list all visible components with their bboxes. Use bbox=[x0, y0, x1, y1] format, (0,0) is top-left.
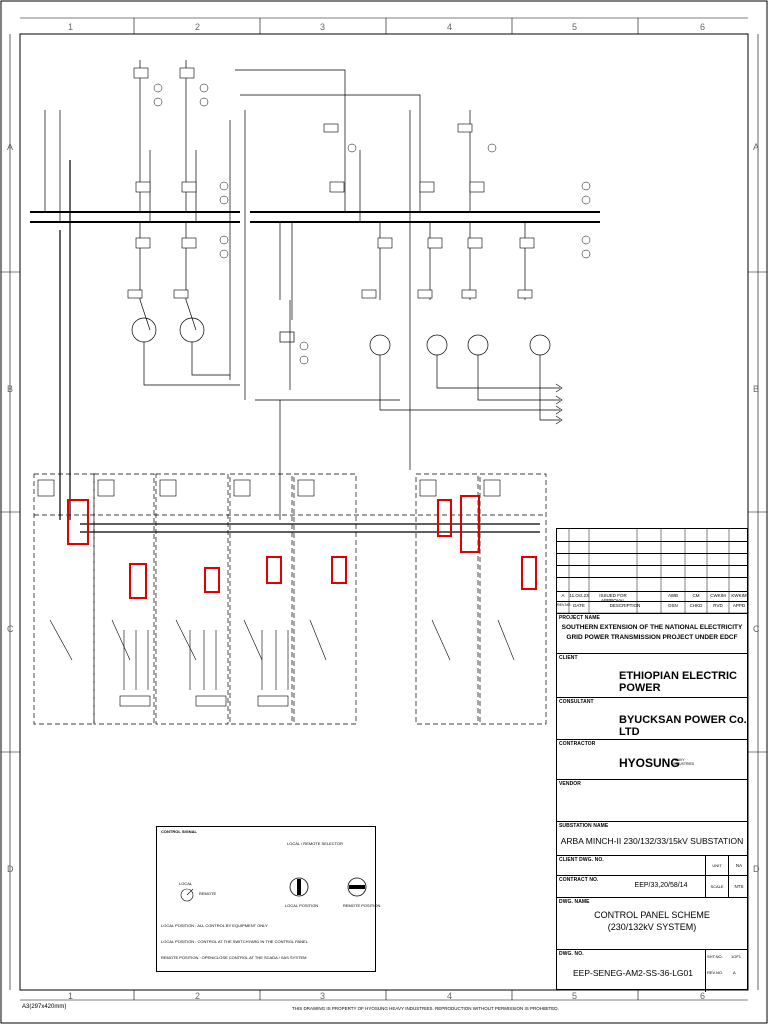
highlight-box bbox=[266, 556, 282, 584]
project-line1: SOUTHERN EXTENSION OF THE NATIONAL ELECT… bbox=[561, 624, 743, 631]
row-label-c: C bbox=[7, 624, 14, 634]
legend-note: LOCAL POSITION : CONTROL AT THE SWITCHYA… bbox=[161, 939, 308, 944]
highlight-box bbox=[521, 556, 537, 590]
rev-label: REV.NO. bbox=[707, 970, 724, 975]
legend-selector-label: LOCAL / REMOTE SELECTOR bbox=[287, 841, 344, 846]
rev-header: DESCRIPTION bbox=[609, 603, 641, 608]
legend-knob1-label: LOCAL POSITION bbox=[285, 903, 319, 908]
legend-box: CONTROL SIGNAL LOCAL / REMOTE SELECTOR L… bbox=[156, 826, 380, 972]
contractor-label: CONTRACTOR bbox=[559, 741, 596, 747]
sht-value: 1OF1 bbox=[731, 954, 742, 959]
row-label-c2: C bbox=[753, 624, 760, 634]
sht-label: SHT.NO. bbox=[707, 954, 723, 959]
unit-label: UNIT bbox=[705, 856, 729, 876]
client-name: ETHIOPIAN ELECTRIC POWER bbox=[619, 670, 737, 694]
consultant-label: CONSULTANT bbox=[559, 699, 594, 705]
dwg-name-line2: (230/132kV SYSTEM) bbox=[607, 922, 697, 932]
highlight-box bbox=[437, 499, 452, 537]
highlight-box bbox=[460, 495, 480, 553]
rev-dsn: AWB bbox=[667, 593, 679, 598]
client-dwg-label: CLIENT DWG. NO. bbox=[559, 857, 604, 863]
control-wiring bbox=[59, 110, 540, 533]
legend-remote-label: REMOTE bbox=[199, 891, 217, 896]
dwg-no-value: EEP-SENEG-AM2-SS-36-LG01 bbox=[573, 968, 693, 978]
contract-label: CONTRACT NO. bbox=[559, 877, 599, 883]
dwg-name-label: DWG. NAME bbox=[559, 899, 590, 905]
rev-date: 11.Oct.23 bbox=[569, 593, 589, 598]
col-label-6: 6 bbox=[700, 22, 705, 32]
highlight-box bbox=[67, 499, 89, 545]
rev-chkd: CM bbox=[692, 593, 700, 598]
control-panels bbox=[33, 473, 547, 725]
col-label-5: 5 bbox=[572, 22, 577, 32]
highlight-box bbox=[331, 556, 347, 584]
row-label-b2: B bbox=[753, 384, 759, 394]
switchgear-symbols bbox=[127, 67, 535, 299]
vendor-label: VENDOR bbox=[559, 781, 581, 787]
col-label-1b: 1 bbox=[68, 991, 73, 1001]
col-label-5b: 5 bbox=[572, 991, 577, 1001]
legend-note: REMOTE POSITION : OPEN/CLOSE CONTROL AT … bbox=[161, 955, 307, 960]
col-label-2: 2 bbox=[195, 22, 200, 32]
col-label-3b: 3 bbox=[320, 991, 325, 1001]
row-label-d: D bbox=[7, 864, 14, 874]
highlight-box bbox=[204, 567, 220, 593]
client-label: CLIENT bbox=[559, 655, 578, 661]
contract-value: EEP/33,20/58/14 bbox=[634, 882, 688, 889]
project-label: PROJECT NAME bbox=[559, 615, 600, 621]
rev-rvd: CWKIM bbox=[710, 593, 726, 598]
dwg-name-line1: CONTROL PANEL SCHEME bbox=[594, 910, 710, 920]
rev-header: DATE bbox=[573, 603, 585, 608]
legend-title: CONTROL SIGNAL bbox=[161, 829, 197, 834]
col-label-4b: 4 bbox=[447, 991, 452, 1001]
col-label-4: 4 bbox=[447, 22, 452, 32]
contractor-sub: HEAVY INDUSTRIES bbox=[673, 758, 695, 766]
revision-grid bbox=[557, 529, 749, 613]
highlight-box bbox=[129, 563, 147, 599]
rev-value: A bbox=[733, 970, 736, 975]
contractor-name: HYOSUNG bbox=[619, 756, 680, 770]
rev-header: REV.NO. bbox=[557, 603, 572, 607]
rev-appd: KWKIM bbox=[731, 593, 747, 598]
project-line2: GRID POWER TRANSMISSION PROJECT UNDER ED… bbox=[566, 634, 738, 641]
scale-label: SCALE bbox=[705, 876, 729, 898]
substation-label: SUBSTATION NAME bbox=[559, 823, 609, 829]
rev-header: DSN bbox=[668, 603, 678, 608]
rev-header: CHKD bbox=[689, 603, 703, 608]
legend-note: LOCAL POSITION : ALL CONTROL BY EQUIPMEN… bbox=[161, 923, 268, 928]
row-label-b: B bbox=[7, 384, 13, 394]
row-label-a: A bbox=[7, 142, 13, 152]
legend-knob2-label: REMOTE POSITION bbox=[343, 903, 381, 908]
column-grid bbox=[133, 18, 639, 1000]
output-arrows bbox=[555, 383, 563, 425]
row-label-d2: D bbox=[753, 864, 760, 874]
col-label-2b: 2 bbox=[195, 991, 200, 1001]
dwg-no-label: DWG. NO. bbox=[559, 951, 584, 957]
panel-devices bbox=[37, 479, 515, 707]
consultant-name: BYUCKSAN POWER Co. LTD bbox=[619, 714, 747, 738]
col-label-6b: 6 bbox=[700, 991, 705, 1001]
rev-desc: ISSUED FOR APPROVAL bbox=[599, 593, 627, 603]
rev-header: RVD bbox=[713, 603, 723, 608]
row-grid bbox=[1, 271, 767, 753]
substation-name: ARBA MINCH-II 230/132/33/15kV SUBSTATION bbox=[560, 836, 744, 846]
scale-value: NTS bbox=[734, 884, 744, 889]
legend-local-label: LOCAL bbox=[179, 881, 193, 886]
rev-header: APPD bbox=[732, 603, 746, 608]
busbars bbox=[30, 211, 600, 223]
sheet-size: A3(297x420mm) bbox=[22, 1004, 67, 1010]
bay-feeders bbox=[44, 60, 560, 421]
small-circles bbox=[153, 83, 591, 365]
highlight-boxes bbox=[67, 495, 537, 599]
col-label-1: 1 bbox=[68, 22, 73, 32]
unit-value: NA bbox=[735, 863, 743, 868]
legend-symbols bbox=[180, 877, 367, 902]
col-label-3: 3 bbox=[320, 22, 325, 32]
row-label-a2: A bbox=[753, 142, 759, 152]
footer-notice: THIS DRAWING IS PROPERTY OF HYOSUNG HEAV… bbox=[292, 1006, 559, 1011]
rev-cell: A bbox=[561, 593, 565, 598]
title-block: A 11.Oct.23 ISSUED FOR APPROVAL AWB CM C… bbox=[556, 528, 749, 992]
